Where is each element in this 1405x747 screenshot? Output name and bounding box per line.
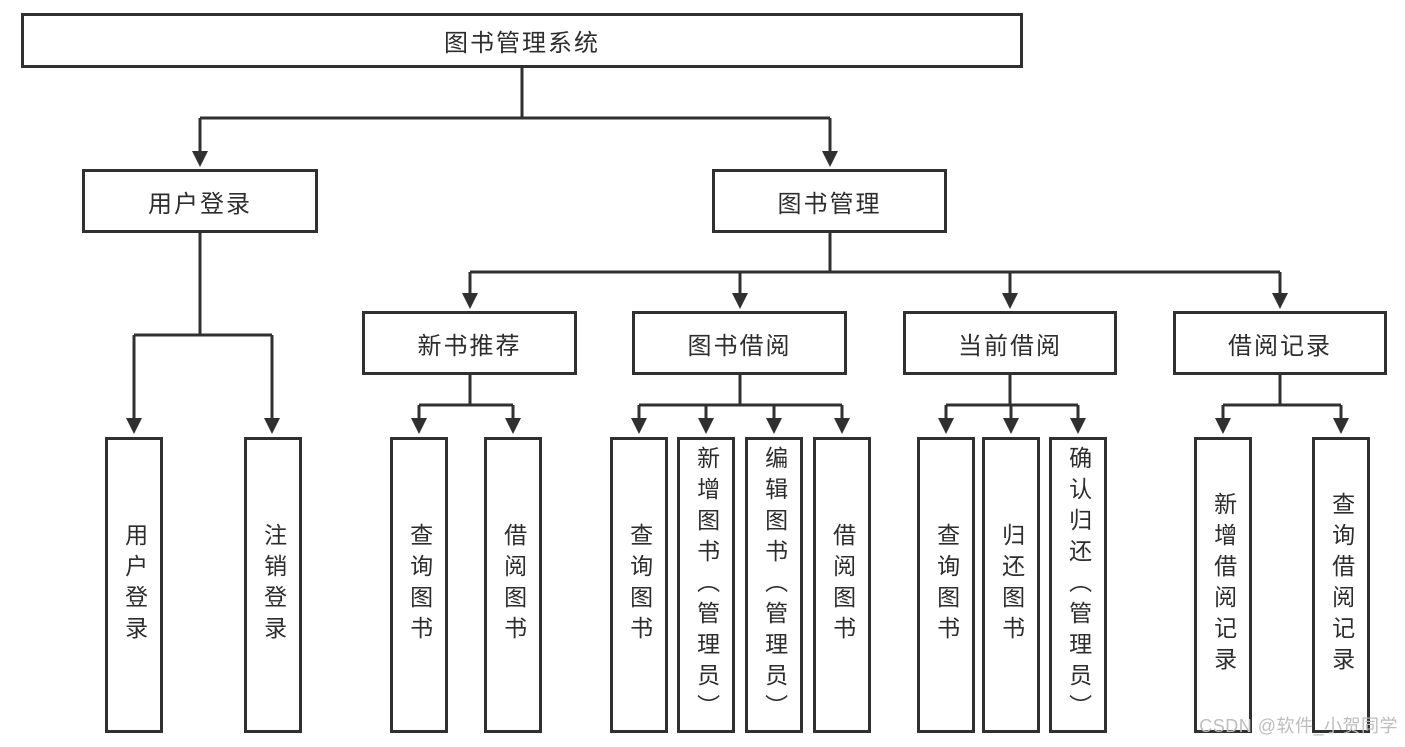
node-user-login-group: 用户登录 (82, 169, 318, 233)
node-current-borrowing: 当前借阅 (903, 311, 1117, 375)
arrow-down-icon (1272, 293, 1288, 309)
arrow-down-icon (1002, 293, 1018, 309)
leaf-label: 归还图书 (998, 523, 1025, 647)
leaf-query-books-recommend: 查询图书 (390, 437, 448, 733)
arrow-down-icon (822, 151, 838, 167)
arrow-down-icon (766, 418, 782, 434)
arrow-down-icon (631, 418, 647, 434)
leaf-add-books-admin: 新增图书（管理员） (677, 437, 735, 733)
arrow-down-icon (264, 418, 280, 434)
leaf-label: 查询图书 (626, 523, 653, 647)
leaf-label: 借阅图书 (829, 523, 856, 647)
connector-newrec-children (411, 375, 521, 434)
connector-userlogin-children (126, 233, 280, 434)
arrow-down-icon (1215, 418, 1231, 434)
leaf-label: 编辑图书（管理员） (761, 445, 788, 725)
arrow-down-icon (192, 151, 208, 167)
leaf-borrow-books: 借阅图书 (813, 437, 871, 733)
leaf-label: 查询图书 (933, 523, 960, 647)
leaf-label: 新增图书（管理员） (693, 445, 720, 725)
arrow-down-icon (462, 293, 478, 309)
arrow-down-icon (1070, 418, 1086, 434)
arrow-down-icon (505, 418, 521, 434)
connector-borrow-children (631, 375, 850, 434)
arrow-down-icon (411, 418, 427, 434)
connector-history-children (1215, 375, 1349, 434)
leaf-label: 确认归还（管理员） (1065, 445, 1092, 725)
arrow-down-icon (698, 418, 714, 434)
leaf-query-borrow-record: 查询借阅记录 (1312, 437, 1370, 733)
arrow-down-icon (938, 418, 954, 434)
csdn-watermark: CSDN @软件_小贺同学 (1199, 716, 1398, 736)
leaf-label: 用户登录 (121, 523, 148, 647)
arrow-down-icon (126, 418, 142, 434)
arrow-down-icon (1003, 418, 1019, 434)
arrow-down-icon (1333, 418, 1349, 434)
leaf-query-books-borrow: 查询图书 (610, 437, 668, 733)
leaf-label: 借阅图书 (500, 523, 527, 647)
node-new-book-recommend: 新书推荐 (362, 311, 577, 375)
leaf-logout: 注销登录 (244, 437, 302, 733)
leaf-query-books-current: 查询图书 (917, 437, 975, 733)
leaf-return-books: 归还图书 (982, 437, 1040, 733)
arrow-down-icon (732, 293, 748, 309)
arrow-down-icon (834, 418, 850, 434)
leaf-edit-books-admin: 编辑图书（管理员） (745, 437, 803, 733)
leaf-label: 查询图书 (406, 523, 433, 647)
leaf-label: 注销登录 (260, 523, 287, 647)
connector-root-to-level2 (192, 68, 838, 167)
leaf-user-login: 用户登录 (105, 437, 163, 733)
leaf-label: 新增借阅记录 (1210, 492, 1237, 678)
leaf-confirm-return-admin: 确认归还（管理员） (1049, 437, 1107, 733)
connector-current-children (938, 375, 1086, 434)
node-borrowing-records: 借阅记录 (1173, 311, 1387, 375)
node-library-management-system: 图书管理系统 (21, 13, 1023, 68)
connector-bookmgmt-children (462, 233, 1288, 309)
leaf-borrow-books-recommend: 借阅图书 (484, 437, 542, 733)
leaf-add-borrow-record: 新增借阅记录 (1194, 437, 1252, 733)
leaf-label: 查询借阅记录 (1328, 492, 1355, 678)
node-book-borrowing: 图书借阅 (632, 311, 847, 375)
node-book-management: 图书管理 (712, 169, 947, 233)
